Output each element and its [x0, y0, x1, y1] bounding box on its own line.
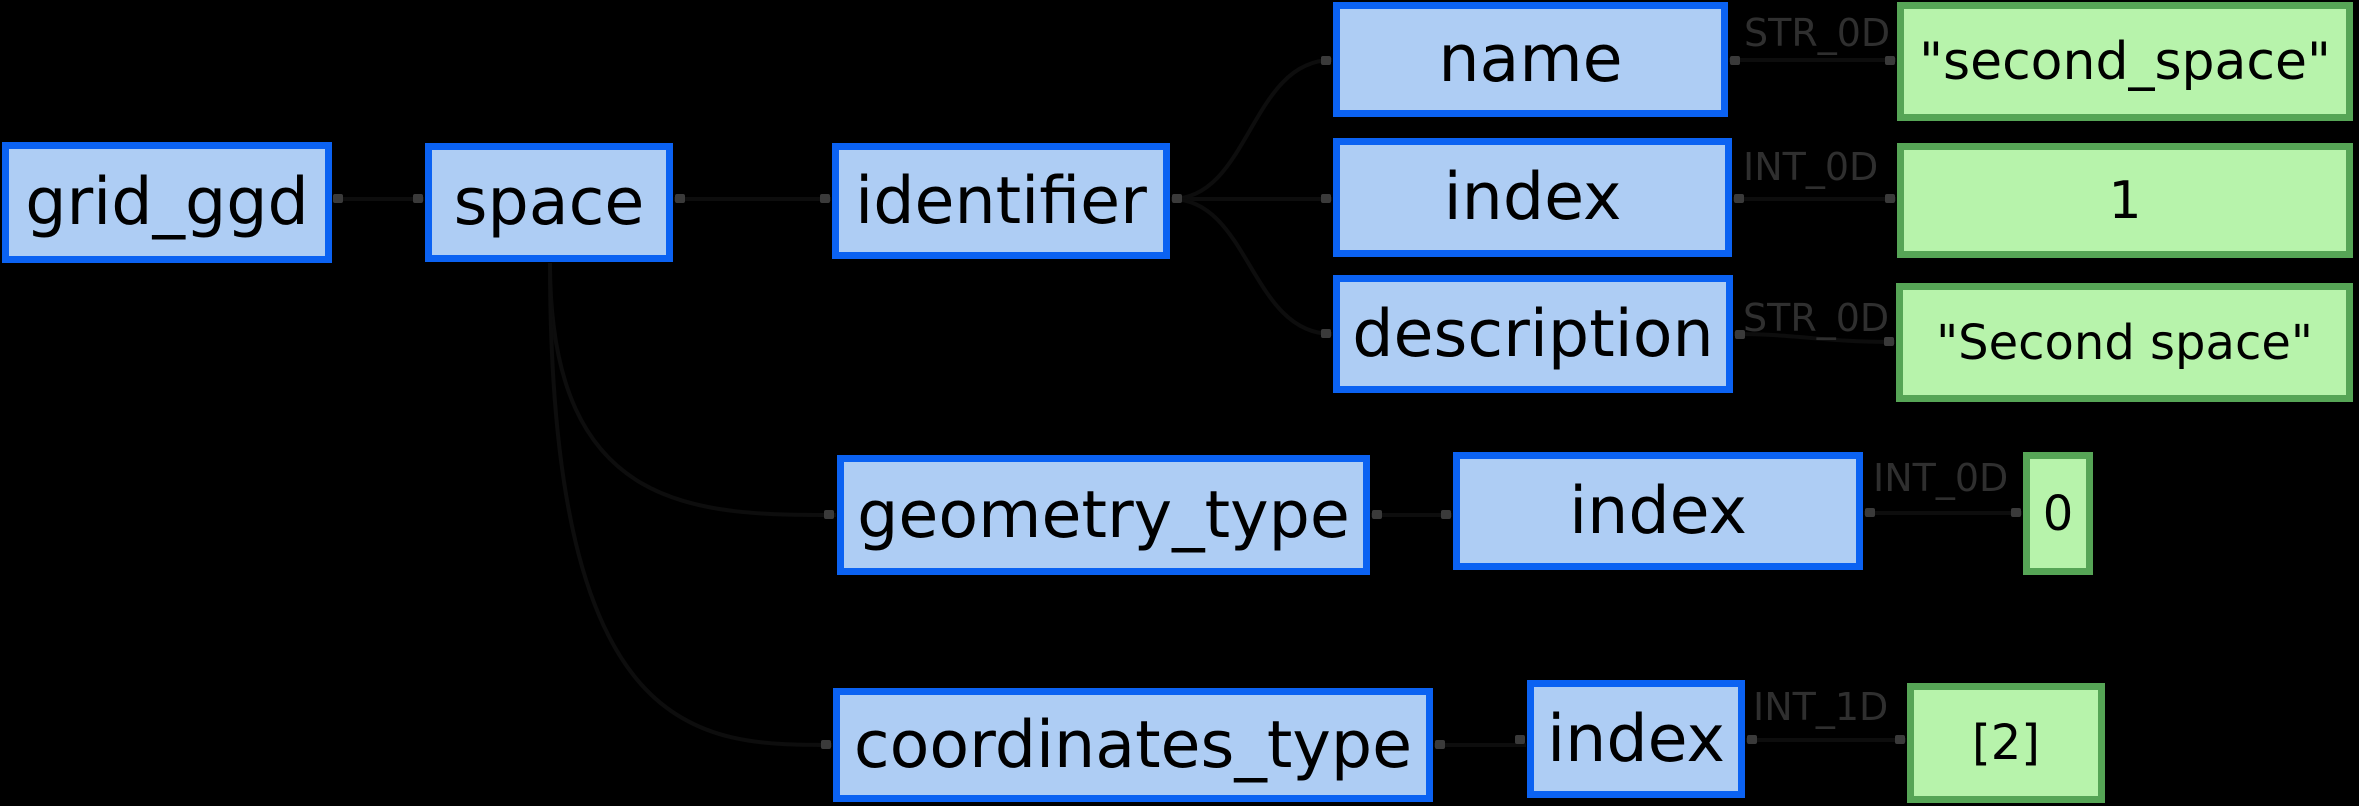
edge-nub: [1885, 56, 1895, 65]
edge-nub: [1172, 194, 1182, 203]
edge-nub: [1865, 508, 1875, 517]
type-label-geometry-type-index: INT_0D: [1873, 456, 2009, 500]
value-identifier-index: 1: [1897, 143, 2353, 258]
node-name: name: [1333, 2, 1728, 117]
edge-space-geometry-type: [548, 262, 837, 517]
node-coordinates-type: coordinates_type: [833, 688, 1433, 802]
edge-nub: [1321, 56, 1331, 65]
node-identifier: identifier: [832, 143, 1170, 259]
edge-nub: [1372, 510, 1382, 519]
edge-nub: [1321, 194, 1331, 203]
type-label-coordinates-type-index: INT_1D: [1753, 685, 1889, 729]
node-geometry-type: geometry_type: [837, 455, 1370, 575]
edge-nub: [1441, 510, 1451, 519]
type-label-name: STR_0D: [1744, 11, 1891, 55]
edge-nub: [2011, 508, 2021, 517]
node-coordinates-type-index: index: [1527, 680, 1745, 798]
type-label-description: STR_0D: [1743, 296, 1890, 340]
edge-nub: [820, 194, 830, 203]
type-label-identifier-index: INT_0D: [1743, 145, 1879, 189]
edge-nub: [1321, 329, 1331, 338]
edge-nub: [1747, 735, 1757, 744]
edge-nub: [1734, 194, 1744, 203]
edge-nub: [1435, 740, 1445, 749]
edge-nub: [1884, 337, 1894, 346]
edge-nub: [1735, 330, 1745, 339]
node-geometry-type-index: index: [1453, 452, 1863, 570]
node-description: description: [1333, 275, 1733, 393]
edge-nub: [1730, 56, 1740, 65]
edge-nub: [675, 194, 685, 203]
node-space: space: [425, 143, 673, 262]
edge-nub: [821, 740, 831, 749]
value-coordinates-type-index: [2]: [1907, 683, 2105, 803]
edge-identifier-description: [1170, 197, 1333, 336]
edge-nub: [333, 194, 343, 203]
edge-space-coordinates-type: [548, 262, 833, 747]
edge-nub: [1515, 735, 1525, 744]
edge-nub: [413, 194, 423, 203]
value-geometry-type-index: 0: [2023, 452, 2093, 575]
value-description: "Second space": [1896, 283, 2353, 402]
edge-nub: [1895, 735, 1905, 744]
edge-identifier-name: [1170, 58, 1333, 201]
edge-nub: [1885, 194, 1895, 203]
edge-description-value: [1733, 332, 1896, 344]
node-identifier-index: index: [1333, 138, 1732, 257]
value-name: "second_space": [1897, 2, 2353, 121]
node-grid-ggd: grid_ggd: [2, 142, 332, 263]
edge-nub: [824, 510, 834, 519]
